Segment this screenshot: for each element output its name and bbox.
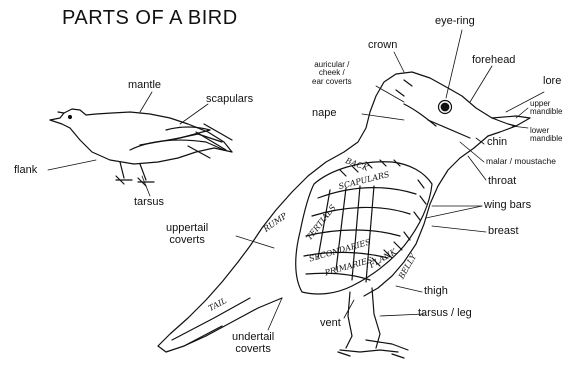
main-bird-sketch: [158, 72, 530, 358]
label-crown: crown: [368, 40, 397, 51]
label-thigh: thigh: [424, 286, 448, 297]
label-undertail-coverts: undertail coverts: [232, 332, 274, 355]
label-tarsus: tarsus: [134, 197, 164, 208]
label-throat: throat: [488, 176, 516, 187]
label-auricular: auricular / cheek / ear coverts: [312, 61, 352, 86]
label-malar: malar / moustache: [486, 157, 556, 166]
label-forehead: forehead: [472, 55, 515, 66]
label-chin: chin: [487, 137, 507, 148]
label-uppertail-coverts: uppertail coverts: [166, 223, 208, 246]
label-tarsus-leg: tarsus / leg: [418, 308, 472, 319]
label-lore: lore: [543, 76, 561, 87]
label-mantle: mantle: [128, 80, 161, 91]
label-breast: breast: [488, 226, 519, 237]
label-wing-bars: wing bars: [484, 200, 531, 211]
label-eye-ring: eye-ring: [435, 16, 475, 27]
label-vent: vent: [320, 318, 341, 329]
small-bird-sketch: [50, 109, 232, 186]
diagram-title: PARTS OF A BIRD: [62, 8, 238, 28]
label-lower-mandible: lower mandible: [530, 127, 562, 144]
label-upper-mandible: upper mandible: [530, 100, 562, 117]
label-flank: flank: [14, 165, 37, 176]
label-scapulars: scapulars: [206, 94, 253, 105]
label-nape: nape: [312, 108, 336, 119]
